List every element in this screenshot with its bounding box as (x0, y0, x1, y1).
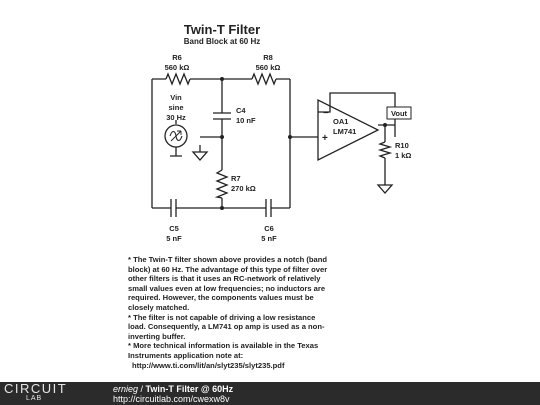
junction-top (220, 77, 224, 81)
opamp-plus-sign: + (322, 133, 328, 144)
footer-title-line: ernieg / Twin-T Filter @ 60Hz (113, 384, 233, 394)
junction-out (383, 123, 387, 127)
vout-tag (386, 106, 412, 120)
wire-opamp-out (378, 124, 396, 185)
capacitor-c4 (213, 112, 231, 120)
circuit-title: Twin-T Filter @ 60Hz (145, 384, 234, 394)
resistor-r8 (251, 72, 277, 86)
note-link[interactable]: http://www.ti.com/lit/an/slyt235/slyt235… (132, 360, 285, 370)
notes: * The Twin-T filter shown above provides… (128, 255, 334, 370)
author-link[interactable]: ernieg (113, 384, 139, 394)
schematic-subtitle: Band Block at 60 Hz (184, 37, 260, 46)
vin-type: sine (168, 103, 183, 112)
schematic-title: Twin-T Filter (184, 22, 260, 37)
r6-value: 560 kΩ (165, 63, 190, 72)
junction-bottom (220, 206, 224, 210)
c5-value: 5 nF (166, 234, 182, 243)
c5-name: C5 (169, 224, 179, 233)
oa1-name: OA1 (333, 117, 348, 126)
c4-name: C4 (236, 106, 246, 115)
wire-ground-to-c4 (199, 136, 222, 152)
c6-value: 5 nF (261, 234, 277, 243)
resistor-r6 (165, 72, 191, 86)
r10-value: 1 kΩ (395, 151, 411, 160)
vin-name: Vin (170, 93, 182, 102)
resistor-r7 (214, 169, 229, 199)
note-2: * The filter is not capable of driving a… (128, 312, 325, 341)
ground-vin (191, 151, 209, 161)
schematic: Twin-T Filter Band Block at 60 Hz (151, 22, 412, 243)
opamp-minus-sign: − (323, 108, 329, 119)
footer-separator: / (138, 384, 146, 394)
r8-value: 560 kΩ (256, 63, 281, 72)
oa1-model: LM741 (333, 127, 356, 136)
note-3: * More technical information is availabl… (128, 341, 319, 360)
c6-name: C6 (264, 224, 274, 233)
opamp-oa1 (317, 98, 380, 162)
logo-bottom-text: LAB (26, 395, 43, 402)
resistor-r10 (377, 141, 393, 159)
r7-name: R7 (231, 174, 241, 183)
note-1: * The Twin-T filter shown above provides… (128, 255, 328, 312)
ground-vin-lead (170, 151, 182, 157)
capacitor-c5 (170, 199, 177, 217)
r8-name: R8 (263, 53, 273, 62)
source-arrow-icon (170, 130, 182, 142)
junction-mid (288, 135, 292, 139)
opamp-inverting-lead (318, 105, 331, 113)
c4-value: 10 nF (236, 116, 256, 125)
r6-name: R6 (172, 53, 182, 62)
ground-r10 (376, 184, 394, 194)
vout-label: Vout (391, 109, 408, 118)
r7-value: 270 kΩ (231, 184, 256, 193)
vin-frequency: 30 Hz (166, 113, 186, 122)
circuitlab-logo[interactable]: CIRCUIT LAB (4, 381, 68, 403)
capacitor-c6 (265, 199, 272, 217)
junction-c4-node (220, 135, 224, 139)
r10-name: R10 (395, 141, 409, 150)
circuit-url[interactable]: http://circuitlab.com/cwexw8v (113, 394, 230, 404)
footer-bar: CIRCUIT LAB ernieg / Twin-T Filter @ 60H… (0, 382, 540, 405)
logo-top-text: CIRCUIT (4, 381, 68, 396)
